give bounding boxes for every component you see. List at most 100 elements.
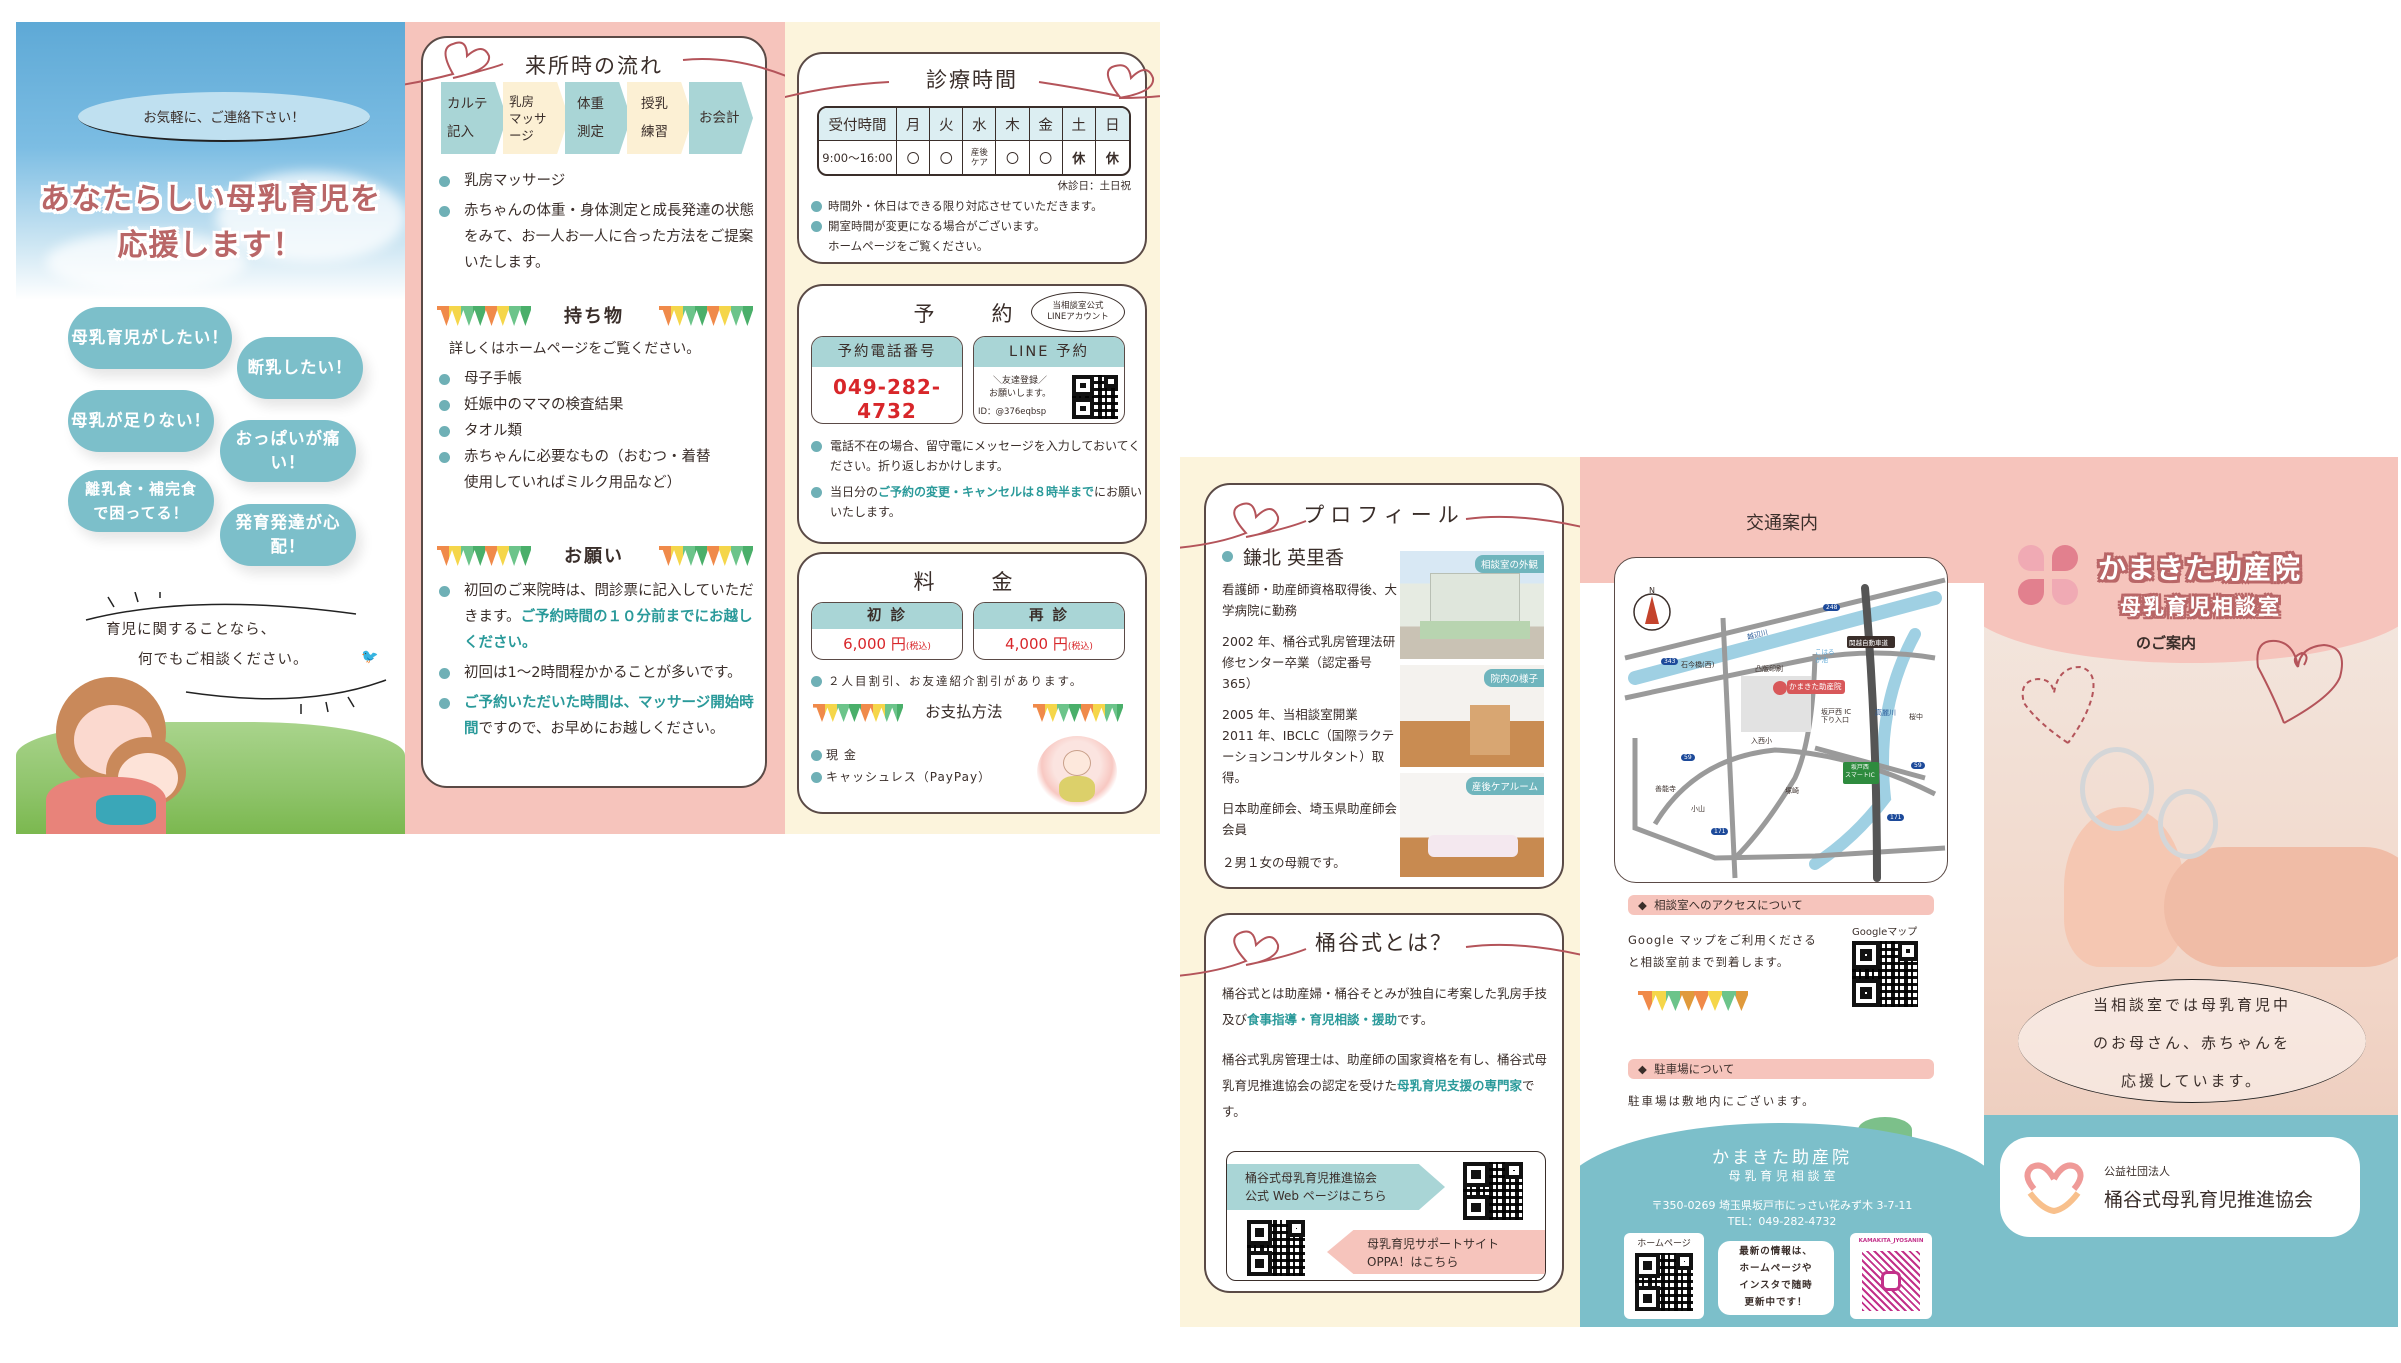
map-graphic	[1624, 577, 1946, 882]
homepage-qr-box[interactable]: ホームページ	[1624, 1233, 1704, 1319]
bunting	[1638, 991, 1748, 1011]
line-box[interactable]: LINE 予約 ＼友達登録／ お願いします。 ID：@376eqbsp	[973, 336, 1125, 424]
baby-illustration	[1037, 736, 1117, 808]
google-maps-qr-label: Googleマップ	[1852, 927, 1918, 938]
fee-repeat-visit: 再 診 4,000 円(税込)	[973, 602, 1125, 660]
panel-profile: プロフィール 鎌北 英里香 看護師・助産師資格取得後、大学病院に勤務 2002 …	[1180, 457, 1580, 1327]
belongings-list: 母子手帳 妊娠中のママの検査結果 タオル類 赤ちゃんに必要なもの（おむつ・着替 …	[435, 366, 757, 496]
list-item: ご予約いただいた時間は、マッサージ開始時間ですので、お早めにお越しください。	[435, 690, 757, 742]
cover-subtitle: 母乳育児相談室	[2120, 595, 2281, 619]
profile-card: プロフィール 鎌北 英里香 看護師・助産師資格取得後、大学病院に勤務 2002 …	[1180, 483, 1580, 889]
visit-card: 来所時の流れ カルテ記入 乳房マッサ ージ 体重測定 授乳練習 お会計	[405, 36, 785, 788]
instagram-icon	[1881, 1271, 1901, 1291]
panel-welcome: お気軽に、ご連絡下さい！ あなたらしい母乳育児を 応援します！ 母乳育児がしたい…	[16, 22, 405, 834]
heart-dashed-icon	[2021, 665, 2095, 744]
instagram-qr-box[interactable]: KAMAKITA_JYOSANIN	[1850, 1233, 1932, 1319]
flow-bullets: 乳房マッサージ 赤ちゃんの体重・身体測定と成長発達の状態をみて、お一人お一人に合…	[435, 168, 755, 276]
footer-tel[interactable]: TEL：049-282-4732	[1727, 1215, 1837, 1228]
clinic-map-label: かまきた助産院	[1789, 682, 1842, 691]
phone-number[interactable]: 049-282-4732	[832, 375, 942, 423]
access-map: N かまきた助産院 関越自動車道 坂戸西 スマートIC 越辺川 高麗川 こはる …	[1614, 557, 1948, 883]
photo-interior: 院内の様子	[1400, 665, 1544, 767]
cloud	[46, 232, 246, 292]
access-header: ◆ 相談室へのアクセスについて	[1628, 895, 1934, 915]
fees-title: 料 金	[913, 570, 1031, 594]
diamond-icon: ◆	[1638, 898, 1647, 912]
association-qr-code[interactable]	[1461, 1160, 1525, 1222]
google-maps-qr-code[interactable]	[1850, 939, 1920, 1009]
list-item: 初回のご来院時は、問診票に記入していただきます。ご予約時間の１０分前までにお越し…	[435, 578, 757, 656]
association-type: 公益社団法人	[2104, 1165, 2170, 1178]
okeya-title: 桶谷式とは？	[1315, 931, 1453, 955]
list-item: タオル類	[435, 418, 757, 444]
concern-bubble: 母乳育児がしたい！	[68, 307, 232, 369]
association-name: 桶谷式母乳育児推進協会	[2104, 1189, 2314, 1211]
profile-bio: 看護師・助産師資格取得後、大学病院に勤務 2002 年、桶谷式乳房管理法研修セン…	[1222, 582, 1398, 870]
bunting-left	[813, 704, 903, 722]
parking-text: 駐車場は敷地内にございます。	[1628, 1094, 1816, 1108]
belongings-title: 持ち物	[564, 306, 624, 327]
association-web-link[interactable]: 桶谷式母乳育児推進協会 公式 Web ページはこちら	[1227, 1164, 1445, 1210]
links-box: 桶谷式母乳育児推進協会 公式 Web ページはこちら 母乳育児サポートサイト O…	[1226, 1151, 1546, 1281]
access-text: Google マップをご利用くださると相談室前まで到着します。	[1628, 933, 1817, 969]
heart-outline-icon	[2256, 639, 2343, 724]
homepage-qr-code[interactable]	[1633, 1251, 1695, 1313]
instagram-qr-code[interactable]	[1860, 1249, 1922, 1313]
panel-visit-info: 来所時の流れ カルテ記入 乳房マッサ ージ 体重測定 授乳練習 お会計	[405, 22, 785, 834]
panel-cover: かまきた助産院 母乳育児相談室 のご案内 当相談室では母乳育児中 のお母さん、赤…	[1984, 457, 2398, 1327]
diamond-icon: ◆	[1638, 1062, 1647, 1076]
belongings-note: 詳しくはホームページをご覧ください。	[449, 341, 701, 357]
requests-list: 初回のご来院時は、問診票に記入していただきます。ご予約時間の１０分前までにお越し…	[435, 578, 757, 742]
baby-hand-photo	[2024, 747, 2398, 987]
photo-exterior: 相談室の外観	[1400, 551, 1544, 659]
reservation-card: 予 約 当相談室公式 LINEアカウント 予約電話番号 049-282-4732…	[797, 284, 1147, 544]
concern-bubble: 断乳したい！	[237, 337, 363, 399]
list-item: 初回は1〜2時間程かかることが多いです。	[435, 660, 757, 686]
panel-hours-fees: 診療時間 受付時間 月 火 水 木 金 土 日 9:00〜16:00 〇 〇 産…	[785, 22, 1160, 834]
okeya-card: 桶谷式とは？ 桶谷式とは助産婦・桶谷そとみが独自に考案した乳房手技及び食事指導・…	[1180, 913, 1580, 1293]
line-qr-code[interactable]	[1070, 373, 1120, 421]
profile-title: プロフィール	[1303, 503, 1465, 527]
reservation-notes: 電話不在の場合、留守電にメッセージを入力しておいてください。折り返しおかけします…	[807, 436, 1143, 522]
cover-title: かまきた助産院	[2098, 552, 2302, 585]
hours-title: 診療時間	[926, 68, 1018, 92]
update-speech-bubble: 最新の情報は、 ホームページや インスタで随時 更新中です！	[1718, 1241, 1834, 1315]
footer-address: 〒350-0269 埼玉県坂戸市にっさい花みず木 3-7-11	[1651, 1199, 1913, 1212]
payment-title: お支払方法	[925, 703, 1003, 721]
practitioner-name: 鎌北 英里香	[1218, 543, 1344, 570]
list-item: 赤ちゃんの体重・身体測定と成長発達の状態をみて、お一人お一人に合った方法をご提案…	[435, 198, 755, 276]
footer-clinic-name: かまきた助産院	[1712, 1148, 1852, 1168]
access-title: 交通案内	[1746, 513, 1818, 534]
mother-baby-illustration	[46, 677, 196, 834]
list-item: 乳房マッサージ	[435, 168, 755, 194]
hours-notes: 時間外・休日はできる限り対応させていただきます。 開室時間が変更になる場合がござ…	[807, 196, 1137, 256]
oppa-qr-code[interactable]	[1245, 1218, 1307, 1278]
hours-table: 受付時間 月 火 水 木 金 土 日 9:00〜16:00 〇 〇 産後 ケア …	[817, 106, 1131, 176]
parking-header: ◆ 駐車場について	[1628, 1059, 1934, 1079]
flow-steps: カルテ記入 乳房マッサ ージ 体重測定 授乳練習 お会計	[441, 82, 753, 154]
headline-line2: 応援します！	[117, 228, 304, 263]
fee-first-visit: 初 診 6,000 円(税込)	[811, 602, 963, 660]
payment-methods: 現 金 キャッシュレス（PayPay）	[807, 744, 991, 788]
brochure-inside-page: お気軽に、ご連絡下さい！ あなたらしい母乳育児を 応援します！ 母乳育児がしたい…	[16, 22, 1160, 834]
headline-line1: あなたらしい母乳育児を	[40, 182, 381, 217]
access-info: ◆ 相談室へのアクセスについて Google マップをご利用くださると相談室前ま…	[1628, 895, 1934, 1143]
discount-note: ２人目割引、お友達紹介割引があります。	[807, 668, 1083, 694]
speech-lines	[85, 592, 387, 714]
flow-step: 体重測定	[565, 82, 631, 154]
concern-bubble: 母乳が足りない！	[68, 390, 214, 452]
bird-icon: 🐦	[361, 649, 379, 665]
consult-message: 育児に関することなら、 何でもご相談ください。	[106, 622, 309, 668]
cloud	[216, 172, 405, 262]
north-label: N	[1649, 586, 1655, 595]
callout-banner: お気軽に、ご連絡下さい！	[78, 92, 370, 142]
concern-bubble: おっぱいが痛い！	[220, 420, 356, 482]
flow-step: お会計	[689, 82, 753, 154]
flow-step: 乳房マッサ ージ	[503, 82, 569, 154]
callout-text: お気軽に、ご連絡下さい！	[143, 110, 305, 126]
cover-suffix: のご案内	[2136, 634, 2197, 652]
list-item: 赤ちゃんに必要なもの（おむつ・着替 使用していればミルク用品など）	[435, 444, 757, 496]
flow-title: 来所時の流れ	[525, 54, 663, 78]
concern-bubble: 離乳食・補完食 で困ってる！	[68, 470, 214, 532]
oppa-site-link[interactable]: 母乳育児サポートサイト OPPA！はこちら	[1327, 1230, 1545, 1274]
